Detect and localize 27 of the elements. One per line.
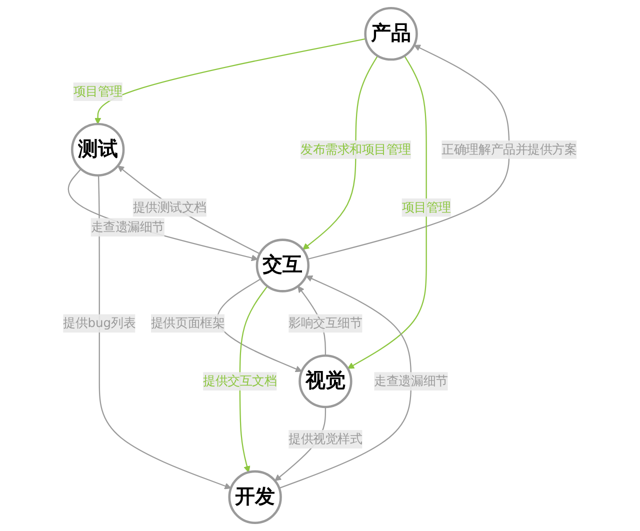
arrow — [279, 275, 412, 489]
edge-label: 正确理解产品并提供方案 — [442, 142, 577, 157]
node-circle: 测试 — [71, 122, 125, 177]
edge-label: 项目管理 — [73, 84, 122, 99]
edge-label: 提供交互文档 — [203, 374, 277, 388]
edge-label: 发布需求和项目管理 — [300, 142, 412, 157]
arrow — [239, 286, 268, 473]
arrow — [348, 55, 427, 369]
edge-label: 提供bug列表 — [63, 316, 136, 330]
node-circle: 产品 — [364, 6, 418, 61]
arrow — [94, 38, 366, 124]
arrow — [68, 168, 258, 262]
node-circle: 视觉 — [298, 354, 352, 408]
arrow — [118, 166, 260, 254]
node-circle: 交互 — [256, 238, 310, 292]
edge-label: 走查遗漏细节 — [90, 220, 165, 234]
arrow — [98, 175, 232, 490]
edge-label: 项目管理 — [402, 200, 451, 214]
arrow — [217, 278, 302, 372]
edge-label: 影响交互细节 — [288, 316, 362, 330]
arrow — [308, 44, 510, 260]
edge-label: 提供页面框架 — [151, 316, 225, 330]
node-circle: 开发 — [228, 470, 282, 524]
edge-label: 提供测试文档 — [132, 200, 207, 214]
edge-label: 走查遗漏细节 — [374, 374, 448, 388]
edge-label: 提供视觉样式 — [288, 432, 362, 446]
arrow — [302, 55, 378, 250]
